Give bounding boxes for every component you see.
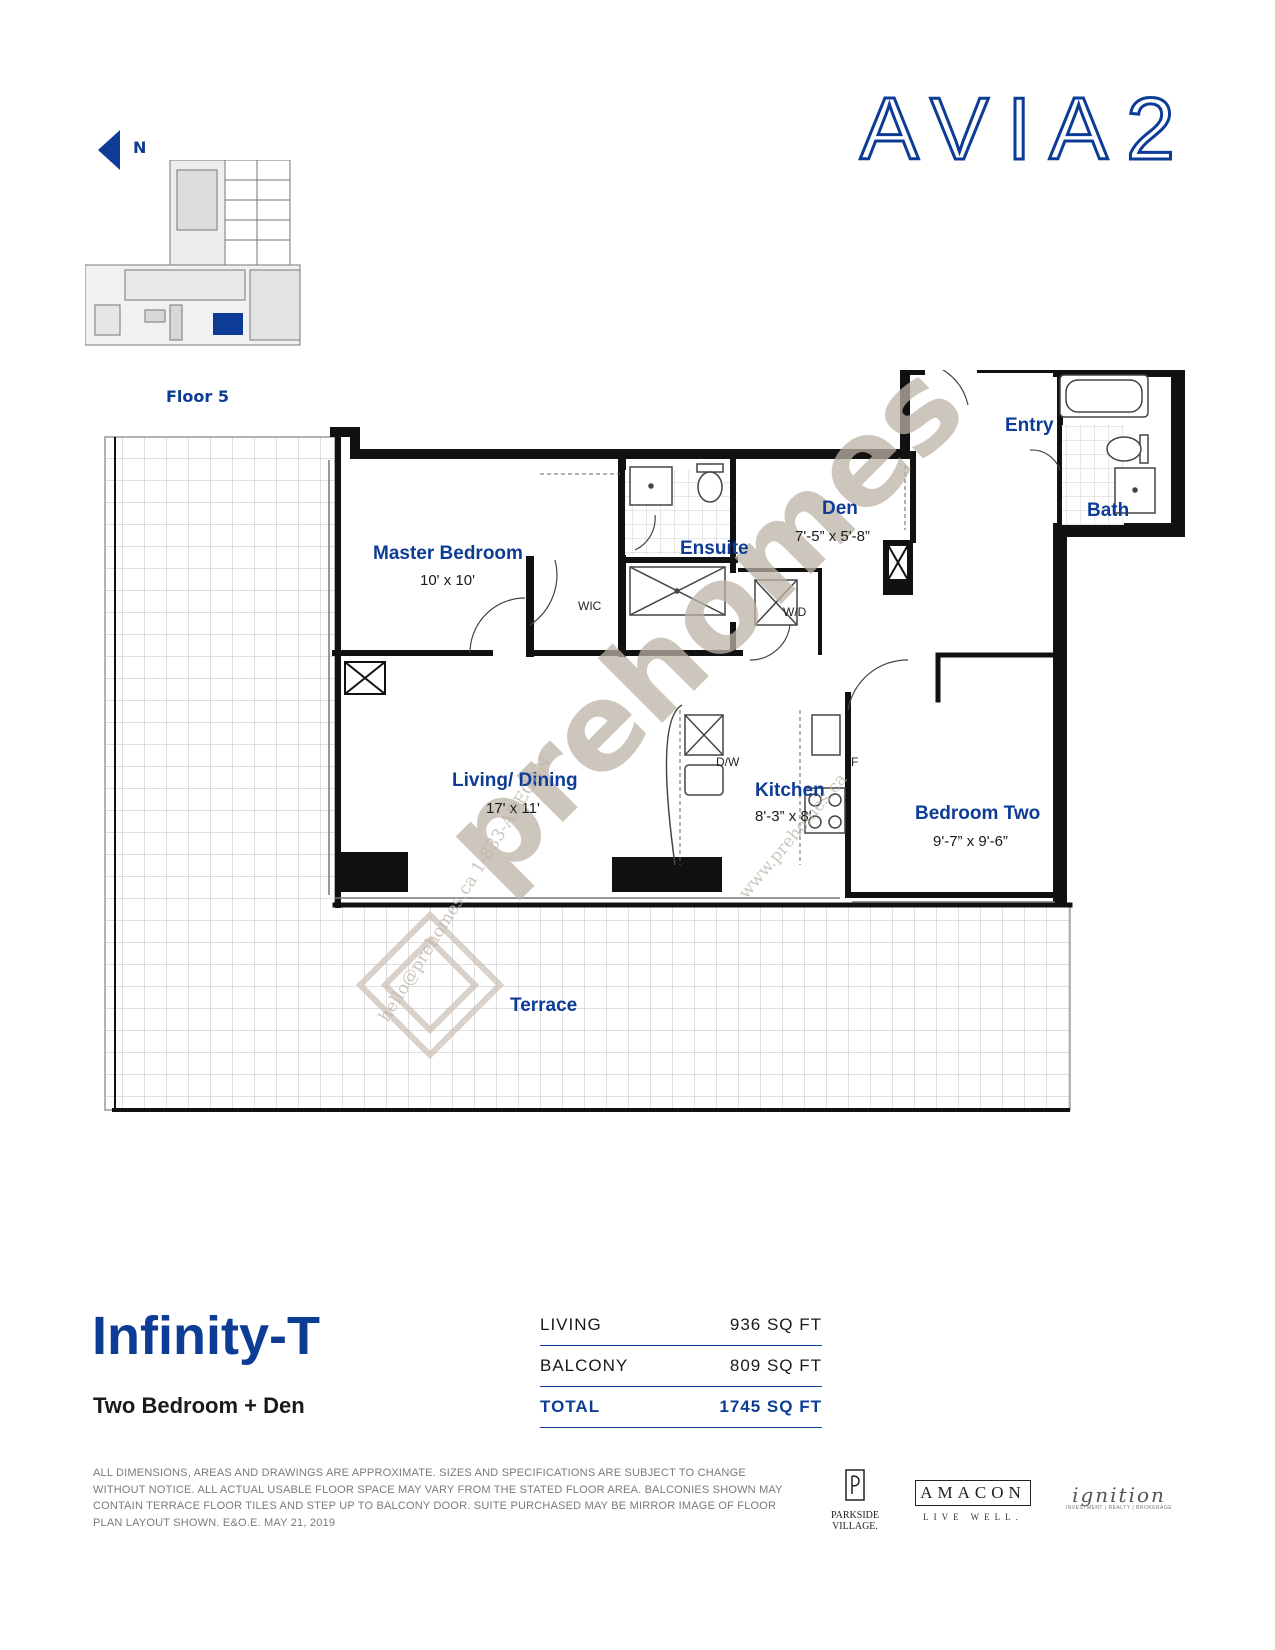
area-row-total: TOTAL 1745 SQ FT [540, 1387, 822, 1428]
keyplan-drawing [85, 160, 301, 346]
area-table: LIVING 936 SQ FT BALCONY 809 SQ FT TOTAL… [540, 1305, 822, 1428]
ignition-logo: ignition INVESTMENT | REALTY | BROKERAGE [1055, 1483, 1183, 1511]
unit-type: Two Bedroom + Den [93, 1393, 305, 1418]
north-arrow-icon [98, 130, 120, 170]
parkside-emblem-icon [845, 1469, 865, 1501]
area-label: BALCONY [540, 1356, 629, 1375]
room-label-ensuite: Ensuite [680, 538, 749, 559]
area-row-living: LIVING 936 SQ FT [540, 1305, 822, 1346]
parkside-village-logo: PARKSIDE VILLAGE. [818, 1468, 892, 1532]
area-value: 936 SQ FT [729, 1315, 822, 1334]
area-value: 809 SQ FT [729, 1356, 822, 1375]
room-dims-master-bedroom: 10' x 10' [420, 572, 475, 589]
room-label-terrace: Terrace [510, 995, 578, 1016]
amacon-name: AMACON [915, 1480, 1031, 1506]
floor-plan: prehomes [104, 370, 1185, 1112]
room-label-entry: Entry [1005, 415, 1054, 436]
wic-label: WIC [578, 599, 602, 613]
washer-dryer-label: W/D [783, 605, 807, 619]
brand-title: AVIA2 [859, 79, 1193, 178]
amacon-tagline: LIVE WELL. [923, 1512, 1023, 1522]
room-label-den: Den [822, 498, 858, 519]
room-label-living-dining: Living/ Dining [452, 770, 578, 791]
unit-name: Infinity-T [92, 1306, 320, 1366]
room-dims-kitchen: 8'-3” x 8' [755, 808, 812, 825]
keyplan-unit-highlight [213, 313, 243, 335]
room-label-kitchen: Kitchen [755, 780, 825, 801]
floor-label: Floor 5 [166, 387, 229, 406]
ignition-sub: INVESTMENT | REALTY | BROKERAGE [1065, 1505, 1173, 1511]
area-label: TOTAL [540, 1397, 601, 1416]
amacon-logo: AMACON LIVE WELL. [915, 1480, 1031, 1522]
fridge-label: F [851, 755, 859, 769]
room-label-master-bedroom: Master Bedroom [373, 543, 523, 564]
room-dims-living-dining: 17' x 11' [486, 800, 540, 817]
parkside-line1: PARKSIDE [831, 1510, 879, 1521]
parkside-line2: VILLAGE. [832, 1521, 878, 1532]
north-label: N [133, 138, 147, 157]
ignition-script: ignition [1072, 1483, 1166, 1507]
dishwasher-label: D/W [716, 755, 740, 769]
area-value: 1745 SQ FT [719, 1397, 822, 1416]
area-label: LIVING [540, 1315, 602, 1334]
watermark-graphic [355, 910, 505, 1060]
room-dims-bedroom-two: 9'-7” x 9'-6” [933, 833, 1008, 850]
disclaimer: ALL DIMENSIONS, AREAS AND DRAWINGS ARE A… [93, 1467, 783, 1529]
room-dims-den: 7'-5” x 5'-8” [795, 528, 870, 545]
area-row-balcony: BALCONY 809 SQ FT [540, 1346, 822, 1387]
room-label-bath: Bath [1087, 500, 1130, 521]
room-label-bedroom-two: Bedroom Two [915, 803, 1041, 824]
